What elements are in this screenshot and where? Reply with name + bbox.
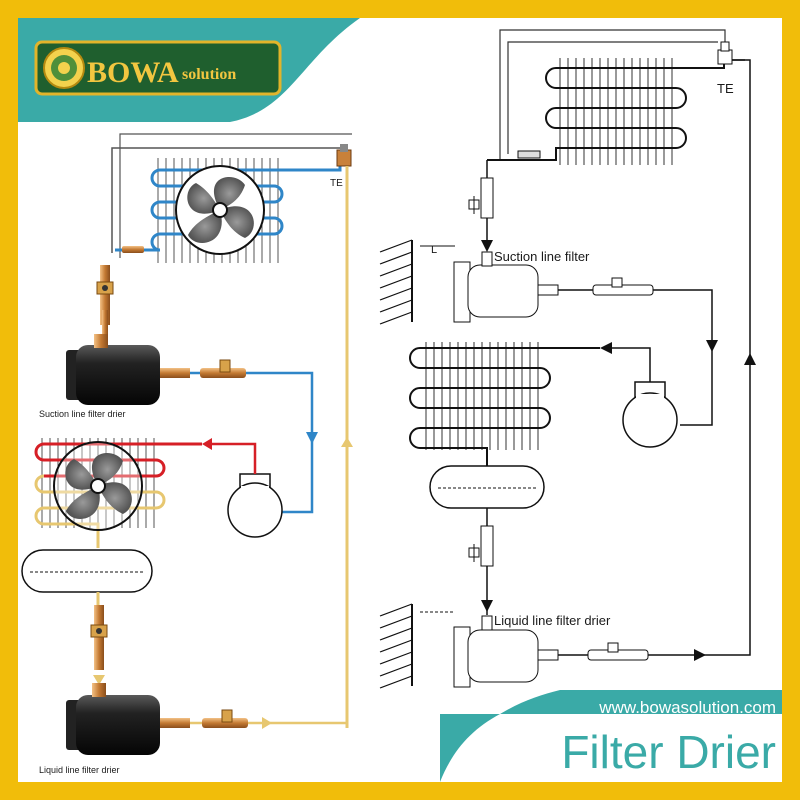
left-discharge-line — [212, 442, 257, 474]
left-evaporator-coil — [115, 165, 342, 252]
sight-glass-icon — [90, 605, 108, 670]
flow-arrow-icon — [481, 240, 493, 252]
wall-hatch-icon — [379, 239, 413, 325]
fan-icon — [53, 441, 143, 531]
compressor-icon — [227, 473, 283, 538]
left-color-diagram: TE Suction line filter drier — [21, 133, 353, 775]
brand-logo: BOWA solution — [34, 40, 282, 96]
logo-emblem-icon — [43, 47, 85, 89]
brand-suffix: solution — [182, 66, 236, 83]
left-capillary-line — [119, 133, 352, 258]
right-capillary-line — [507, 41, 718, 154]
flow-arrow-icon — [341, 437, 353, 447]
sight-glass-icon — [468, 177, 494, 219]
left-suction-valve — [200, 359, 246, 378]
dimension-label: L — [431, 244, 437, 256]
expansion-valve-icon — [336, 144, 352, 167]
liquid-filter-label-left: Liquid line filter drier — [39, 765, 120, 775]
te-label-left: TE — [330, 178, 343, 189]
filter-drier-icon — [66, 334, 190, 405]
right-evaporator — [487, 58, 725, 165]
fan-icon — [175, 165, 265, 255]
left-liquid-valve — [202, 709, 248, 728]
suction-filter-label-left: Suction line filter drier — [39, 409, 126, 419]
flow-arrow-icon — [706, 340, 718, 352]
left-sensing-bulb — [122, 246, 144, 253]
footer-white-plate — [440, 714, 782, 782]
filter-drier-icon — [453, 251, 559, 323]
wall-hatch-icon — [379, 603, 413, 689]
receiver-tank-icon — [21, 549, 153, 593]
flow-arrow-icon — [694, 649, 706, 661]
flow-arrow-icon — [93, 675, 105, 685]
flow-arrow-icon — [306, 432, 318, 444]
flow-arrow-icon — [600, 342, 612, 354]
brand-name: BOWA — [87, 56, 179, 89]
flow-arrow-icon — [744, 353, 756, 365]
website-url: www.bowasolution.com — [598, 698, 776, 717]
right-sensing-bulb — [517, 150, 541, 159]
flow-arrow-icon — [481, 600, 493, 612]
footer-curve — [440, 714, 500, 782]
right-discharge-line — [612, 347, 651, 382]
flow-arrow-icon — [262, 717, 272, 729]
filter-drier-icon — [66, 683, 190, 755]
compressor-icon — [622, 381, 678, 448]
left-evaporator — [115, 158, 342, 263]
page-title: Filter Drier — [561, 726, 776, 778]
te-label-right: TE — [717, 81, 734, 96]
sight-glass-icon — [468, 525, 494, 567]
left-suction-stub — [102, 310, 108, 340]
left-suction-sightglass — [96, 265, 114, 325]
left-condenser — [34, 438, 202, 548]
receiver-tank-icon — [429, 465, 545, 509]
right-suction-line — [558, 289, 713, 426]
suction-filter-label-right: Suction line filter — [494, 249, 590, 264]
flow-arrow-icon — [202, 438, 212, 450]
right-line-diagram: TE L Suction line filter — [379, 29, 756, 689]
liquid-filter-label-right: Liquid line filter drier — [494, 613, 611, 628]
right-condenser — [409, 342, 600, 466]
filter-drier-icon — [453, 615, 559, 688]
